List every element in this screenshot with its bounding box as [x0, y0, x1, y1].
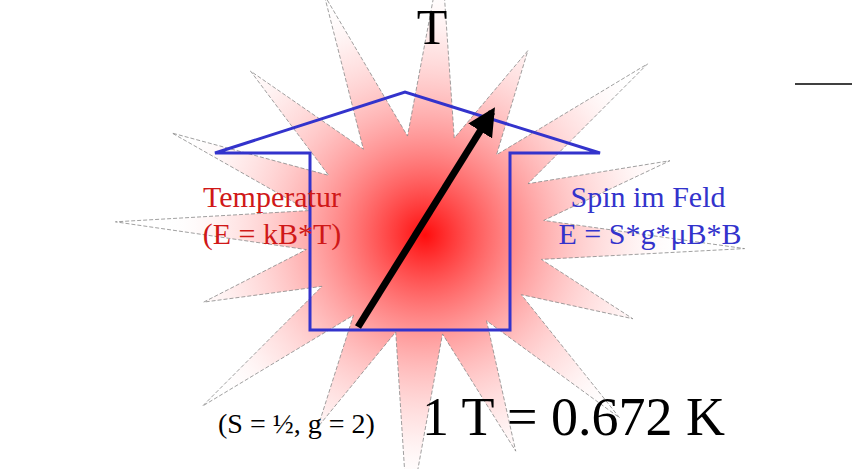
parameter-note: (S = ½, g = 2) [218, 409, 375, 440]
spin-formula: E = S*g*μB*B [558, 217, 741, 250]
temperature-burst [115, 0, 744, 469]
spin-label: Spin im Feld [570, 180, 725, 213]
axis-letter: T [417, 0, 448, 55]
temperature-formula: (E = kB*T) [203, 217, 342, 250]
temperature-label: Temperatur [203, 180, 341, 213]
conversion-note: 1 T = 0.672 K [422, 388, 725, 447]
edge-line [795, 83, 852, 85]
spin-arrow [358, 112, 492, 327]
burst-shape [115, 0, 744, 469]
